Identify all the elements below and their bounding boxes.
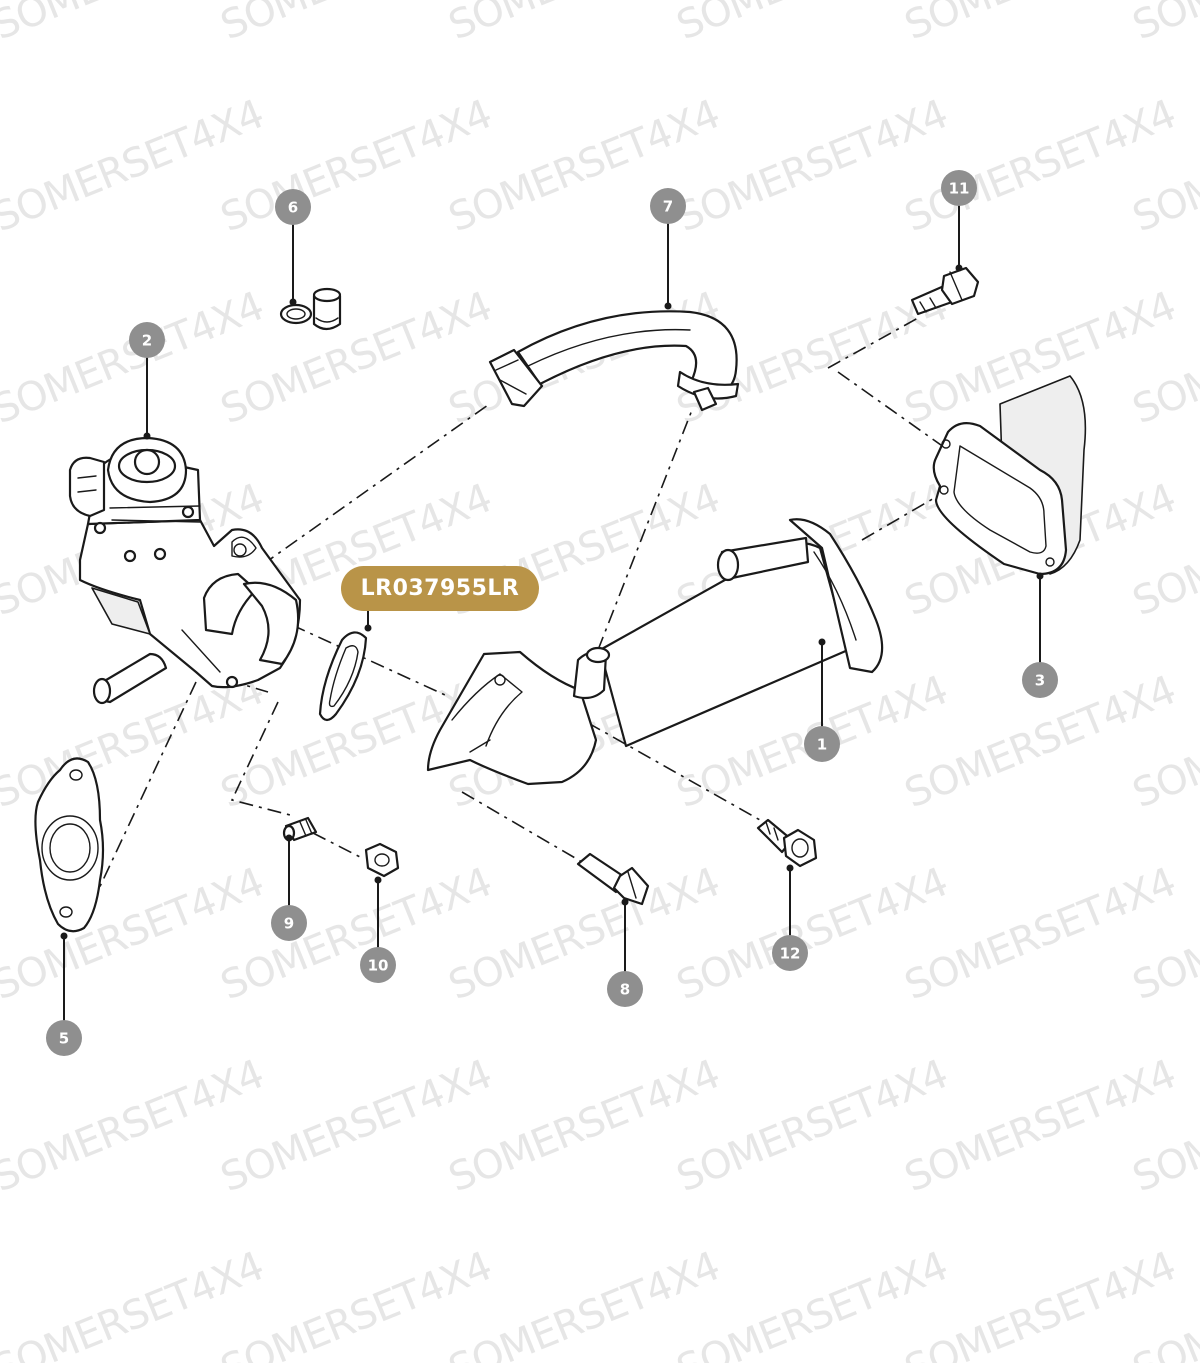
part-7-hose xyxy=(488,310,740,412)
part-12-bolt xyxy=(756,818,818,868)
callout-bubbles: 1 2 3 5 6 7 8 9 10 11 12 xyxy=(46,170,1058,1056)
callout-12[interactable]: 12 xyxy=(772,935,808,971)
part-number-label: LR037955LR xyxy=(360,576,520,601)
callout-11[interactable]: 11 xyxy=(941,170,977,206)
callout-10[interactable]: 10 xyxy=(360,947,396,983)
part-8-bolt xyxy=(576,852,650,906)
callout-10-label: 10 xyxy=(368,957,389,975)
callout-8-label: 8 xyxy=(620,981,630,999)
callout-5-label: 5 xyxy=(59,1030,69,1048)
part-10-nut xyxy=(364,842,400,878)
callout-5[interactable]: 5 xyxy=(46,1020,82,1056)
callout-3[interactable]: 3 xyxy=(1022,662,1058,698)
callout-1-label: 1 xyxy=(817,736,827,754)
callout-9-label: 9 xyxy=(284,915,294,933)
part-6-plug xyxy=(279,287,342,331)
callout-1[interactable]: 1 xyxy=(804,726,840,762)
part-5-gasket xyxy=(34,757,105,933)
part-1-egr-cooler xyxy=(426,518,884,786)
callout-8[interactable]: 8 xyxy=(607,971,643,1007)
highlighted-part-gasket xyxy=(318,631,368,722)
callout-3-label: 3 xyxy=(1035,672,1045,690)
callout-12-label: 12 xyxy=(780,945,801,963)
part-3-gasket-cover xyxy=(932,375,1087,576)
callout-6-label: 6 xyxy=(288,199,298,217)
callout-11-label: 11 xyxy=(949,180,970,198)
callout-7-label: 7 xyxy=(663,198,673,216)
callout-9[interactable]: 9 xyxy=(271,905,307,941)
part-2-egr-valve xyxy=(68,436,302,705)
callout-2[interactable]: 2 xyxy=(129,322,165,358)
callout-6[interactable]: 6 xyxy=(275,189,311,225)
watermark-text: SOMERSET4X4 xyxy=(1127,0,1200,49)
callout-2-label: 2 xyxy=(142,332,152,350)
part-number-badge[interactable]: LR037955LR xyxy=(341,566,539,611)
callout-7[interactable]: 7 xyxy=(650,188,686,224)
part-11-bolt xyxy=(910,266,980,316)
